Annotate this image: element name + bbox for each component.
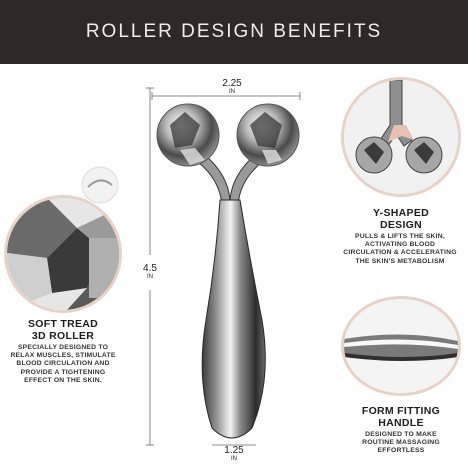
header-banner: ROLLER DESIGN BENEFITS: [0, 0, 468, 64]
soft-tread-closeup: [4, 195, 122, 313]
height-label: 4.5 IN: [134, 264, 166, 281]
bottom-width-label: 1.25 IN: [214, 446, 254, 463]
top-width-value: 2.25: [222, 78, 242, 89]
y-shaped-title: Y-SHAPED DESIGN: [372, 207, 430, 231]
banner-title: ROLLER DESIGN BENEFITS: [85, 21, 383, 42]
bottom-width-value: 1.25: [224, 445, 244, 456]
form-fitting-title: FORM FITTING HANDLE: [361, 405, 441, 429]
height-unit: IN: [147, 274, 153, 280]
handle-closeup: [341, 296, 461, 396]
y-shaped-description: PULLS & LIFTS THE SKIN, ACTIVATING BLOOD…: [343, 233, 457, 265]
top-width-label: 2.25 IN: [212, 79, 252, 96]
soft-tread-description: SPECIALLY DESIGNED TO RELAX MUSCLES, STI…: [10, 344, 116, 384]
bottom-width-unit: IN: [231, 456, 237, 462]
form-fitting-description: DESIGNED TO MAKE ROUTINE MASSAGING EFFOR…: [362, 431, 440, 455]
top-width-unit: IN: [229, 89, 235, 95]
y-shaped-closeup: [341, 77, 461, 197]
height-value: 4.5: [143, 263, 157, 274]
small-roller-thumbnail: [81, 166, 119, 204]
soft-tread-title: SOFT TREAD 3D ROLLER: [27, 318, 99, 342]
